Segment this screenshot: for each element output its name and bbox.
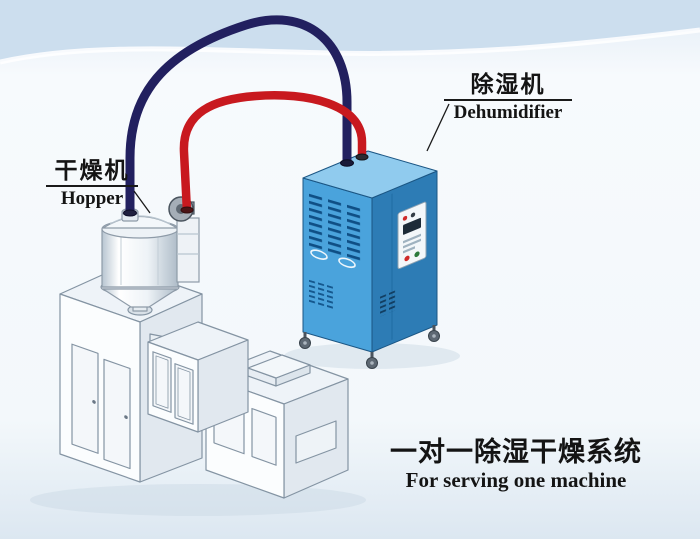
extruder-side-hatch	[295, 420, 337, 464]
hopper-dryer	[100, 207, 180, 312]
caster-hub	[432, 334, 436, 338]
hopper-label-en: Hopper	[60, 188, 124, 210]
caption-en: For serving one machine	[405, 468, 627, 493]
hose-fitting-cabinet-right	[355, 153, 369, 161]
panel-line	[403, 233, 421, 244]
panel-button-red	[404, 255, 410, 262]
caption-zh: 一对一除湿干燥系统	[390, 437, 642, 467]
handle-oval	[338, 257, 356, 269]
panel-line	[403, 246, 415, 254]
hopper-leader-line	[133, 190, 151, 214]
base-panel	[251, 407, 277, 466]
lower-vent-grille	[309, 279, 333, 311]
caster-hub	[370, 361, 374, 365]
indicator-light-red	[402, 215, 408, 221]
door-handle	[92, 399, 96, 404]
extruder-door-right	[103, 358, 131, 470]
dehumidifier-label-zh: 除湿机	[470, 71, 546, 97]
panel-line	[403, 238, 421, 249]
hose-fitting-loader	[180, 206, 194, 214]
door-handle	[124, 415, 128, 420]
panel-button-green	[414, 251, 420, 258]
extruder-door-left	[71, 343, 99, 454]
side-vent-grille	[380, 290, 396, 317]
dehumidifier-label-rule	[444, 99, 572, 102]
vent-grille	[309, 191, 362, 265]
loader-column	[176, 217, 200, 283]
dehumidifier-leader-line	[426, 103, 450, 152]
hatch-top	[247, 354, 311, 379]
gearbox-hatch	[174, 363, 194, 425]
gearbox-hatch	[152, 351, 172, 413]
caster-stem	[432, 325, 436, 332]
gearbox-hatches	[152, 351, 194, 425]
hopper-label: 干燥机 Hopper	[46, 157, 138, 210]
gearbox-hatch-frame	[177, 367, 191, 421]
indicator-light-dark	[410, 212, 416, 218]
return-air-hose-navy	[125, 15, 352, 216]
supply-air-hose-red	[179, 91, 367, 213]
caption: 一对一除湿干燥系统 For serving one machine	[380, 437, 652, 492]
hopper-cone	[102, 288, 178, 308]
machine-shadow	[30, 484, 366, 516]
hopper-label-rule	[46, 185, 138, 188]
hopper-label-zh: 干燥机	[54, 157, 130, 183]
caster-stem	[370, 352, 374, 359]
panel-display	[403, 217, 421, 235]
handle-oval	[310, 249, 328, 260]
control-panel	[397, 201, 427, 270]
hopper-lid-line	[109, 215, 171, 225]
casters	[299, 325, 440, 369]
dehumidifier-side-details	[380, 193, 427, 340]
caster-stem	[303, 332, 307, 339]
dehumidifier-label-en: Dehumidifier	[453, 102, 563, 124]
caster-hub	[303, 341, 307, 345]
dehumidifier-front-details	[309, 191, 362, 311]
extruder-machine	[59, 265, 349, 499]
dehumidifier-label: 除湿机 Dehumidifier	[444, 71, 572, 124]
gearbox-hatch-frame	[155, 355, 169, 409]
extruder-cabinet-doors	[71, 343, 131, 470]
hose-fitting-cabinet-left	[340, 159, 354, 167]
dehumidifier-cabinet	[299, 150, 440, 369]
hose-fitting-hopper	[123, 209, 137, 217]
hopper-body	[101, 228, 179, 288]
